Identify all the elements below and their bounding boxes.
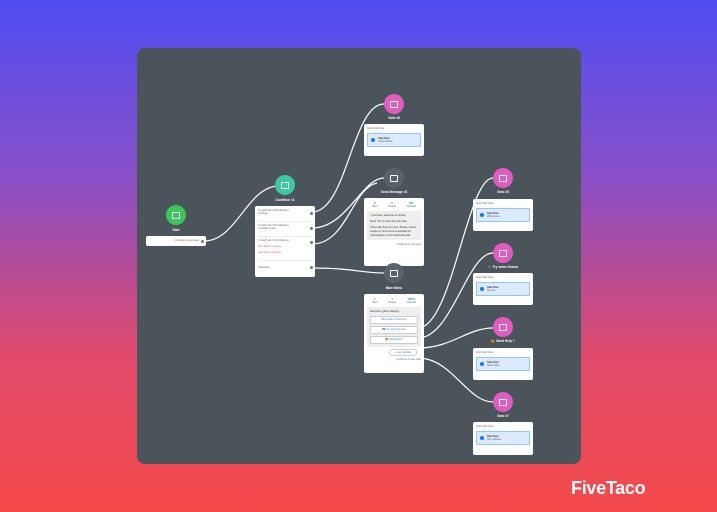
row-head: If match all of the following bbox=[258, 209, 289, 212]
output-port[interactable] bbox=[310, 227, 313, 230]
continue-text: Continue to next step bbox=[396, 357, 421, 361]
message-text: 👋Hi there, welcome to UChat!Send "Hi" to… bbox=[367, 211, 421, 241]
goto-node-icon[interactable] bbox=[493, 317, 513, 337]
menu-node-icon[interactable] bbox=[384, 263, 404, 283]
output-port[interactable] bbox=[201, 239, 204, 243]
output-port[interactable] bbox=[310, 241, 313, 244]
goto-node-icon[interactable] bbox=[493, 243, 513, 263]
wire bbox=[311, 177, 385, 229]
sub-flow-label: Sub Flow bbox=[487, 435, 499, 438]
messenger-icon bbox=[480, 213, 484, 217]
output-port[interactable] bbox=[310, 212, 313, 215]
quick-reply[interactable]: + Get updates bbox=[389, 348, 417, 356]
card-title: Goto Sub Flow bbox=[476, 351, 494, 354]
goto7-label: Goto #7 bbox=[497, 414, 509, 418]
menu-button[interactable]: What does UChat do? bbox=[370, 315, 418, 324]
help-label: 🙋 Need Help ? bbox=[491, 339, 515, 343]
messenger-icon bbox=[371, 138, 375, 142]
condition-node-icon[interactable] bbox=[275, 175, 295, 195]
condition-label: Condition #1 bbox=[275, 198, 295, 202]
sub-flow-label: Sub Flow bbox=[487, 361, 499, 364]
wire bbox=[311, 103, 385, 213]
sub-flow-value: Demos bbox=[487, 289, 496, 292]
card-title: Goto Sub Flow bbox=[367, 127, 385, 130]
wire bbox=[311, 182, 378, 245]
sub-flow-value: Get updates bbox=[487, 438, 502, 441]
wire bbox=[417, 327, 494, 349]
connections bbox=[203, 103, 494, 403]
demos-label: 🎮 Try some Demos bbox=[487, 265, 519, 269]
start-node-icon[interactable] bbox=[166, 205, 186, 225]
goto-node-icon[interactable] bbox=[384, 94, 404, 114]
row-line: First Name is empty bbox=[258, 245, 282, 248]
start-label: Start bbox=[172, 228, 180, 232]
flow-canvas[interactable] bbox=[137, 48, 581, 464]
wire bbox=[311, 267, 385, 274]
message-node-icon[interactable] bbox=[384, 168, 404, 188]
continue-text: Continue to next step bbox=[174, 239, 199, 242]
sub-flow-value: Need Help bbox=[487, 364, 500, 367]
condition-row-otherwise[interactable]: Otherwise bbox=[258, 261, 313, 273]
menu-button[interactable]: 🙋 Need Help? bbox=[370, 335, 418, 344]
send-message-label: Send Message #3 bbox=[380, 190, 408, 194]
sub-flow-label: Sub Flow bbox=[487, 212, 499, 215]
card-title: Goto Sub Flow bbox=[476, 425, 494, 428]
card-title: Goto Sub Flow bbox=[476, 276, 494, 279]
messenger-icon bbox=[480, 287, 484, 291]
wire bbox=[203, 185, 280, 242]
continue-text: Continue to next step bbox=[396, 243, 421, 247]
goto-node-icon[interactable] bbox=[493, 392, 513, 412]
goto-node-icon[interactable] bbox=[493, 168, 513, 188]
goto5-label: Goto #5 bbox=[497, 190, 509, 194]
main-menu-label: Main Menu bbox=[385, 286, 403, 290]
sub-flow-label: Sub Flow bbox=[378, 137, 390, 140]
wire bbox=[417, 357, 494, 403]
menu-button[interactable]: 🎮 Try some Demos bbox=[370, 325, 418, 334]
wire bbox=[417, 252, 494, 339]
brand-logo: FiveTaco bbox=[571, 478, 646, 498]
output-port[interactable] bbox=[310, 266, 313, 269]
goto6-label: Goto #6 bbox=[388, 116, 400, 120]
messenger-icon bbox=[480, 362, 484, 366]
start-card[interactable]: Continue to next step bbox=[146, 236, 206, 246]
sub-flow-value: Admin Mode bbox=[378, 140, 393, 143]
row-line: Is Admin bbox=[258, 212, 268, 215]
sub-flow-label: Sub Flow bbox=[487, 286, 499, 289]
sub-flow-value: What does bbox=[487, 215, 500, 218]
messenger-icon bbox=[480, 436, 484, 440]
card-title: Goto Sub Flow bbox=[476, 202, 494, 205]
row-line: Otherwise bbox=[258, 266, 270, 269]
wire bbox=[417, 177, 494, 329]
row-line: Last Name is empty bbox=[258, 251, 281, 254]
row-line: Is Student user bbox=[258, 227, 276, 230]
row-head: If match all of the following bbox=[258, 224, 289, 227]
row-head: If match all of the following bbox=[258, 239, 289, 242]
menu-message: Welcome, {{First Name}}! What does UChat… bbox=[367, 307, 421, 347]
